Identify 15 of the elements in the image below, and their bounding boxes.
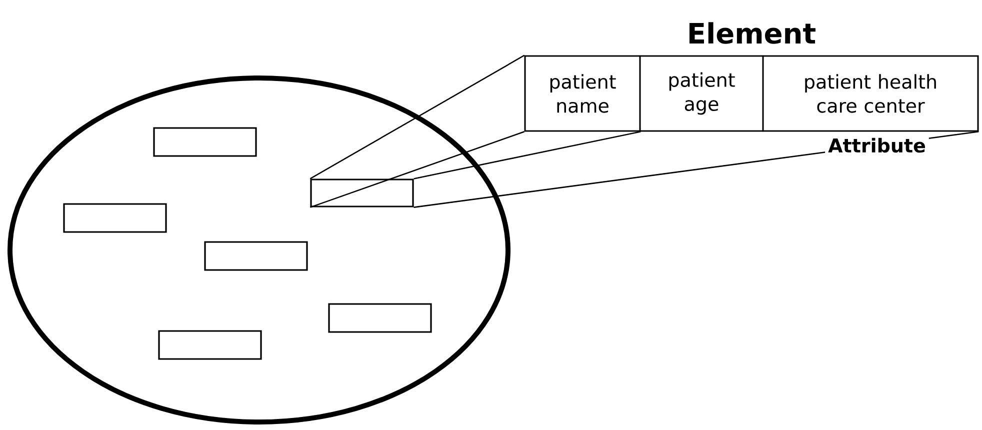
projection-line [310,131,525,208]
set-ellipse [8,76,510,424]
element-box [158,330,262,360]
edge-label: Attribute [828,138,925,153]
element-box [328,303,432,333]
element-box [63,203,167,233]
element-box [310,178,414,208]
element-box [204,241,308,271]
attribute-cell: patient health care center [762,55,979,132]
attribute-cell: patient age [639,55,764,132]
projection-line [414,131,641,180]
projection-line [310,54,525,180]
table-heading: Element [689,22,816,44]
attribute-cell: patient name [524,55,641,132]
element-box [153,127,257,157]
